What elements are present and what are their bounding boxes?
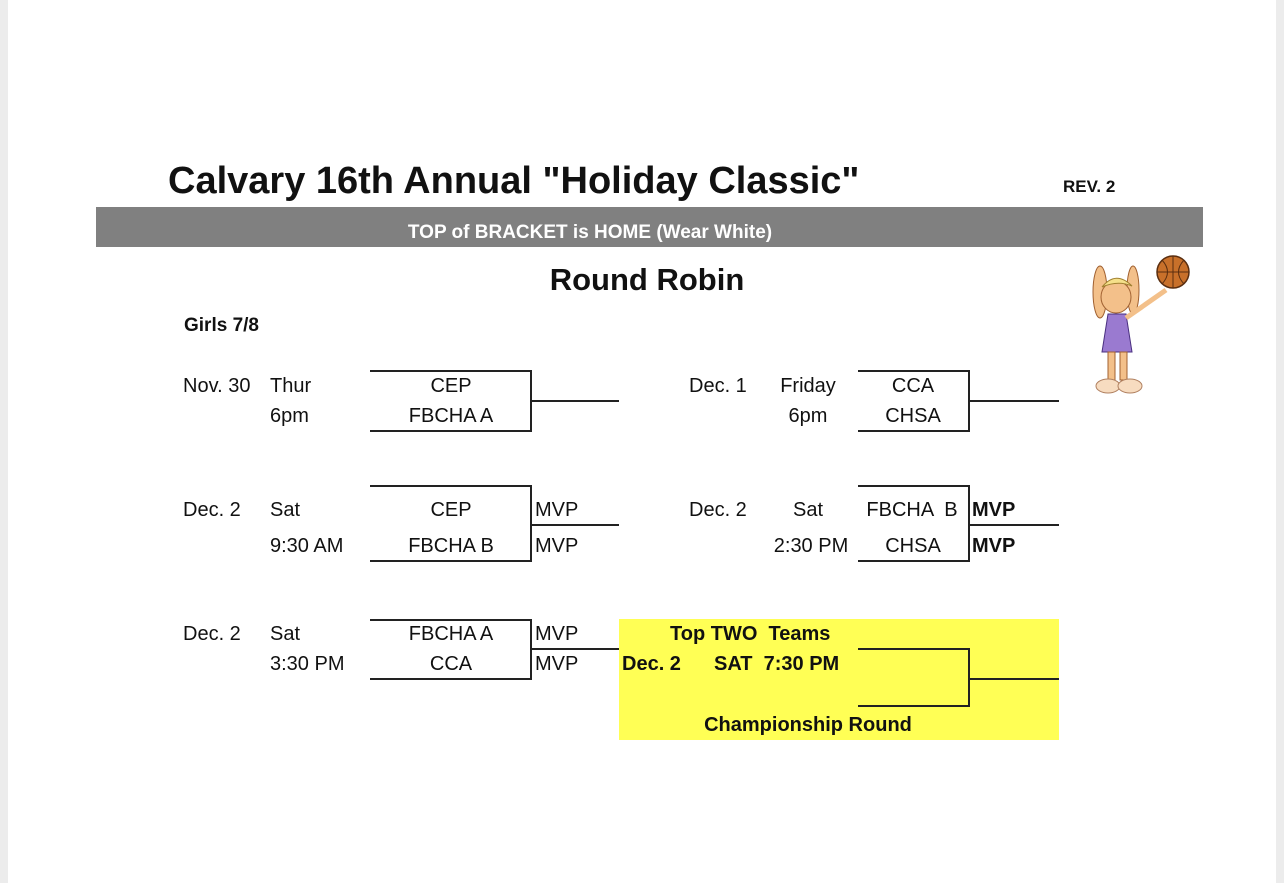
home-team: FBCHA A: [408, 623, 494, 645]
game-day: Sat: [792, 499, 824, 521]
revision-label: REV. 2: [1063, 177, 1116, 196]
game-date: Dec. 1: [689, 375, 747, 397]
away-team: CCA: [429, 653, 473, 675]
bracket-line: [858, 648, 970, 650]
bracket-line: [858, 430, 970, 432]
championship-round-label: Championship Round: [704, 714, 912, 736]
mvp-label: MVP: [972, 535, 1016, 557]
away-team: FBCHA A: [408, 405, 494, 427]
bracket-line: [370, 485, 532, 487]
bracket-line: [370, 619, 532, 621]
bracket-line: [370, 560, 532, 562]
bracket-line: [858, 560, 970, 562]
championship-date: Dec. 2: [622, 653, 681, 675]
game-day: Friday: [780, 375, 836, 397]
mvp-label: MVP: [535, 623, 579, 645]
game-time: 6pm: [270, 405, 309, 427]
game-date: Dec. 2: [183, 499, 241, 521]
game-time: 6pm: [788, 405, 828, 427]
section-title: Round Robin: [549, 262, 745, 297]
game-day: Sat: [270, 499, 301, 521]
bracket-line: [370, 430, 532, 432]
bracket-line: [968, 648, 970, 707]
game-time: 3:30 PM: [270, 653, 345, 675]
home-team: CEP: [430, 499, 472, 521]
mascot-basketball-icon: [1092, 255, 1190, 394]
mvp-label: MVP: [535, 499, 579, 521]
game-time: 9:30 AM: [270, 535, 344, 557]
bracket-line: [968, 524, 1059, 526]
mvp-label: MVP: [535, 653, 579, 675]
bracket-line: [530, 648, 619, 650]
bracket-line: [858, 705, 970, 707]
page-title: Calvary 16th Annual "Holiday Classic": [168, 160, 860, 202]
game-time: 2:30 PM: [773, 535, 849, 557]
mvp-label: MVP: [972, 499, 1016, 521]
home-team: CEP: [430, 375, 472, 397]
away-team: FBCHA B: [408, 535, 494, 557]
mvp-label: MVP: [535, 535, 579, 557]
bracket-line: [858, 485, 970, 487]
game-date: Nov. 30: [183, 375, 251, 397]
bracket-line: [530, 524, 619, 526]
bracket-line: [530, 485, 532, 562]
home-team: FBCHA B: [866, 499, 958, 521]
bracket-line: [968, 485, 970, 562]
bracket-line: [370, 370, 532, 372]
bracket-line: [858, 370, 970, 372]
game-date: Dec. 2: [183, 623, 241, 645]
away-team: CHSA: [885, 405, 941, 427]
championship-teams-label: Top TWO Teams: [670, 623, 831, 645]
away-team: CHSA: [885, 535, 941, 557]
banner: TOP of BRACKET is HOME (Wear White): [96, 207, 1203, 247]
bracket-line: [370, 678, 532, 680]
game-date: Dec. 2: [689, 499, 747, 521]
bracket-line: [968, 678, 1059, 680]
game-day: Thur: [270, 375, 312, 397]
game-day: Sat: [270, 623, 301, 645]
bracket-line: [530, 400, 619, 402]
division-label: Girls 7/8: [184, 315, 259, 336]
championship-time: SAT 7:30 PM: [714, 653, 840, 675]
bracket-line: [968, 400, 1059, 402]
banner-text: TOP of BRACKET is HOME (Wear White): [407, 222, 773, 243]
home-team: CCA: [891, 375, 935, 397]
